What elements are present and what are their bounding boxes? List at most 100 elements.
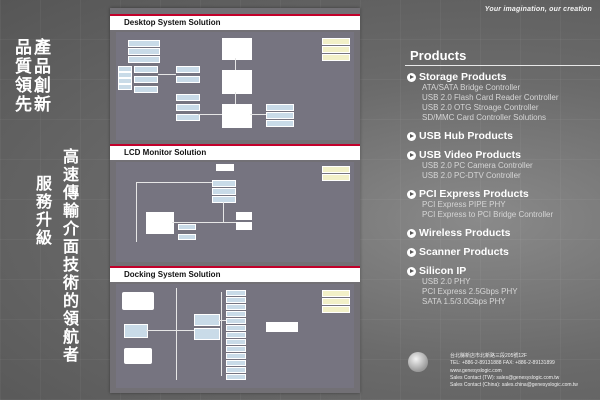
lcd-solution-title: LCD Monitor Solution bbox=[110, 144, 360, 160]
arrow-bullet-icon bbox=[407, 150, 416, 160]
diagram-block bbox=[194, 314, 220, 326]
category-label: Wireless Products bbox=[419, 227, 511, 239]
arrow-bullet-icon bbox=[407, 266, 416, 276]
diagram-legend bbox=[322, 54, 350, 61]
diagram-block bbox=[212, 196, 236, 203]
desktop-solution-title: Desktop System Solution bbox=[110, 14, 360, 30]
category-label: PCI Express Products bbox=[419, 188, 529, 200]
diagram-legend bbox=[322, 290, 350, 297]
category-label: Silicon IP bbox=[419, 265, 467, 277]
product-item[interactable]: ATA/SATA Bridge Controller bbox=[422, 83, 521, 92]
diagram-block bbox=[226, 374, 246, 380]
company-website-link[interactable]: www.genesyslogic.com bbox=[450, 368, 502, 374]
lcd-diagram bbox=[116, 162, 354, 262]
diagram-legend bbox=[322, 298, 350, 305]
divider bbox=[405, 65, 600, 66]
slogan-leader: 高速傳輸介面技術的領航者 bbox=[60, 148, 79, 364]
diagram-block bbox=[134, 66, 158, 73]
diagram-block bbox=[118, 84, 132, 90]
diagram-block bbox=[128, 56, 160, 63]
lcd-controller-block bbox=[146, 212, 174, 234]
diagram-legend bbox=[322, 174, 350, 181]
product-item[interactable]: PCI Express 2.5Gbps PHY bbox=[422, 287, 518, 296]
diagram-block bbox=[134, 76, 158, 83]
north-bridge-block bbox=[222, 70, 252, 94]
diagram-block bbox=[266, 322, 298, 332]
desktop-diagram bbox=[116, 32, 354, 140]
diagram-line bbox=[250, 114, 266, 115]
company-address: 台北縣新店市北新路三段205號12F bbox=[450, 353, 527, 359]
diagram-block bbox=[212, 180, 236, 187]
diagram-line bbox=[136, 182, 212, 183]
slogan-service: 服務升級 bbox=[33, 175, 52, 247]
product-item[interactable]: SD/MMC Card Controller Solutions bbox=[422, 113, 547, 122]
arrow-bullet-icon bbox=[407, 247, 416, 257]
diagram-block bbox=[178, 234, 196, 240]
diagram-block bbox=[226, 297, 246, 303]
product-item[interactable]: USB 2.0 PHY bbox=[422, 277, 471, 286]
diagram-line bbox=[223, 202, 224, 222]
diagram-block bbox=[236, 212, 252, 220]
category-usb-hub[interactable]: USB Hub Products bbox=[407, 130, 597, 142]
diagram-block bbox=[226, 325, 246, 331]
product-item[interactable]: SATA 1.5/3.0Gbps PHY bbox=[422, 297, 506, 306]
diagram-block bbox=[176, 66, 200, 73]
category-scanner[interactable]: Scanner Products bbox=[407, 246, 597, 258]
product-item[interactable]: USB 2.0 PC-DTV Controller bbox=[422, 171, 521, 180]
product-item[interactable]: USB 2.0 Flash Card Reader Controller bbox=[422, 93, 559, 102]
diagram-block bbox=[226, 367, 246, 373]
diagram-block bbox=[226, 332, 246, 338]
category-label: USB Hub Products bbox=[419, 130, 513, 142]
diagram-line bbox=[235, 58, 236, 70]
sales-contact-china[interactable]: Sales Contact (China): sales.china@genes… bbox=[450, 382, 578, 388]
diagram-block bbox=[178, 224, 196, 230]
category-pci-express[interactable]: PCI Express Products bbox=[407, 188, 597, 200]
diagram-block bbox=[236, 222, 252, 230]
diagram-line bbox=[218, 320, 226, 321]
diagram-block bbox=[226, 318, 246, 324]
product-item[interactable]: PCI Express PIPE PHY bbox=[422, 200, 506, 209]
south-bridge-block bbox=[222, 104, 252, 128]
category-wireless[interactable]: Wireless Products bbox=[407, 227, 597, 239]
category-storage[interactable]: Storage Products bbox=[407, 71, 597, 83]
diagram-block bbox=[118, 66, 132, 72]
dock-controller-block bbox=[124, 324, 148, 338]
solutions-poster: Desktop System Solution LCD Monitor Solu… bbox=[110, 8, 360, 393]
sales-contact-tw[interactable]: Sales Contact (TW): sales@genesyslogic.c… bbox=[450, 375, 560, 381]
company-tel-fax: TEL: +886-2-89131888 FAX: +886-2-8913189… bbox=[450, 360, 555, 366]
company-logo-icon bbox=[408, 352, 428, 372]
diagram-block bbox=[194, 328, 220, 340]
diagram-legend bbox=[322, 46, 350, 53]
arrow-bullet-icon bbox=[407, 131, 416, 141]
products-title: Products bbox=[410, 48, 467, 63]
diagram-block bbox=[216, 164, 234, 171]
diagram-block bbox=[176, 76, 200, 83]
product-item[interactable]: PCI Express to PCI Bridge Controller bbox=[422, 210, 554, 219]
category-silicon-ip[interactable]: Silicon IP bbox=[407, 265, 597, 277]
diagram-legend bbox=[322, 306, 350, 313]
slogan-quality: 品質領先 bbox=[11, 38, 31, 114]
category-label: USB Video Products bbox=[419, 149, 521, 161]
category-usb-video[interactable]: USB Video Products bbox=[407, 149, 597, 161]
diagram-block bbox=[226, 346, 246, 352]
category-label: Scanner Products bbox=[419, 246, 509, 258]
diagram-block bbox=[266, 120, 294, 127]
diagram-line bbox=[158, 74, 176, 75]
diagram-block bbox=[226, 311, 246, 317]
diagram-line bbox=[235, 92, 236, 104]
diagram-block bbox=[266, 104, 294, 111]
docking-solution-title: Docking System Solution bbox=[110, 266, 360, 282]
diagram-line bbox=[136, 182, 137, 242]
diagram-block bbox=[226, 290, 246, 296]
diagram-block bbox=[266, 112, 294, 119]
slogan-innovation: 產品創新 bbox=[30, 38, 50, 114]
diagram-line bbox=[176, 288, 177, 380]
diagram-block bbox=[212, 188, 236, 195]
diagram-block bbox=[134, 86, 158, 93]
diagram-line bbox=[221, 292, 222, 376]
arrow-bullet-icon bbox=[407, 228, 416, 238]
product-item[interactable]: USB 2.0 OTG Stroage Controller bbox=[422, 103, 539, 112]
product-item[interactable]: USB 2.0 PC Camera Controller bbox=[422, 161, 533, 170]
products-list: Storage Products ATA/SATA Bridge Control… bbox=[407, 68, 597, 307]
diagram-block bbox=[226, 360, 246, 366]
